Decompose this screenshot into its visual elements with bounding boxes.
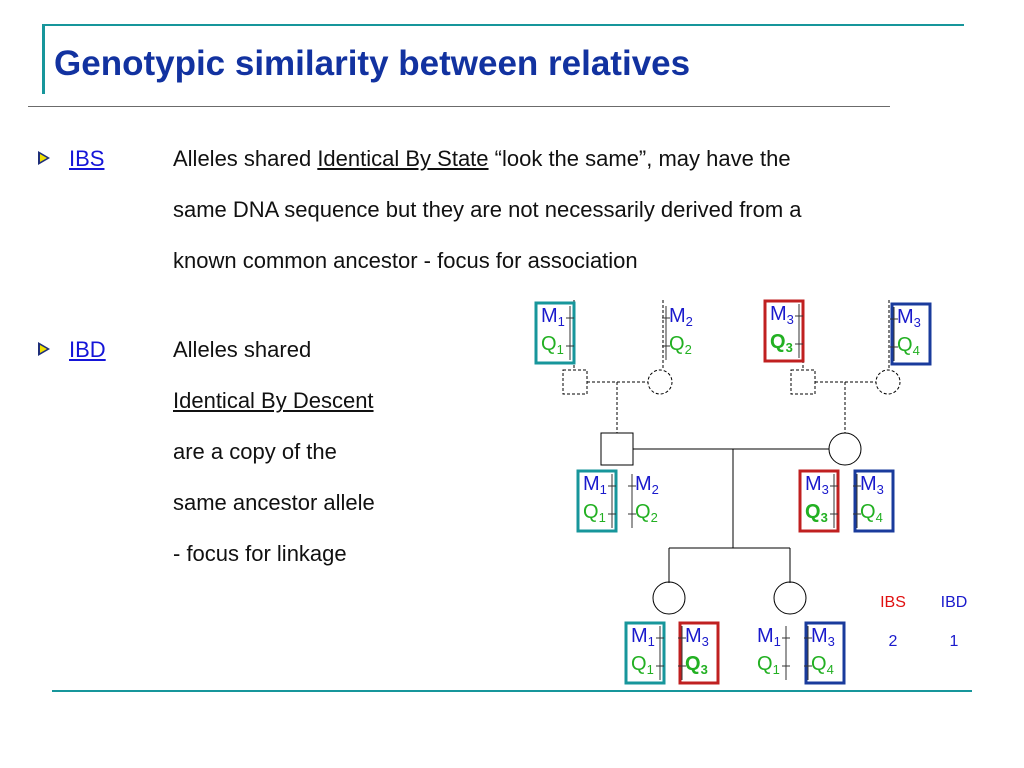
child-1-haplotype-a-marker-allele: M1: [631, 625, 655, 649]
parent-2-haplotype-a-red-box: [798, 469, 840, 533]
title-divider: [28, 106, 890, 107]
grandparent-4-haplotype-blue-box: [890, 302, 932, 366]
triangle-bullet-icon: [38, 342, 50, 356]
grandfather-2-square: [790, 369, 816, 395]
grandmother-1-circle: [647, 369, 673, 395]
grandparent-4-haplotype-marker-allele: M3: [897, 306, 921, 330]
father-square: [600, 432, 634, 466]
ibs-count-value: 2: [889, 633, 898, 650]
child-1-haplotype-b-qtl-allele: Q3: [685, 653, 708, 677]
child-2-haplotype-b-blue-box: [804, 621, 846, 685]
ibs-line1-suffix: “look the same”, may have the: [488, 146, 791, 171]
grandparent-3-haplotype-red-box: [763, 299, 805, 363]
ibd-definition: Alleles shared Identical By Descent are …: [173, 324, 473, 579]
grandparent-4-haplotype-qtl-allele: Q4: [897, 334, 920, 358]
ibs-line1-prefix: Alleles shared: [173, 146, 318, 171]
ibd-column-header: IBD: [941, 594, 968, 611]
title-top-rule: [42, 24, 964, 26]
child-2-circle: [773, 581, 807, 615]
parent-1-haplotype-b-marker-allele: M2: [635, 473, 659, 497]
grandparent-2-haplotype-qtl-allele: Q2: [669, 333, 692, 357]
parent-2-haplotype-b-blue-box: [853, 469, 895, 533]
grandparent-1-haplotype-qtl-allele: Q1: [541, 333, 564, 357]
grandparent-2-haplotype-marker-allele: M2: [669, 305, 693, 329]
child-1-haplotype-b-marker-allele: M3: [685, 625, 709, 649]
child-2-haplotype-a-qtl-allele: Q1: [757, 653, 780, 677]
ibs-definition: Alleles shared Identical By State “look …: [173, 133, 1013, 286]
parent-1-haplotype-a-marker-allele: M1: [583, 473, 607, 497]
grandparent-1-haplotype-teal-box: [534, 301, 576, 365]
parent-1-haplotype-a-qtl-allele: Q1: [583, 501, 606, 525]
ibs-definition-line-3: known common ancestor - focus for associ…: [173, 248, 638, 273]
child-1-haplotype-a-teal-box: [624, 621, 666, 685]
parent-2-haplotype-a-qtl-allele: Q3: [805, 501, 828, 525]
parent-2-haplotype-b-marker-allele: M3: [860, 473, 884, 497]
ibs-definition-line-2: same DNA sequence but they are not neces…: [173, 197, 802, 222]
child-2-haplotype-b-marker-allele: M3: [811, 625, 835, 649]
grandparent-3-haplotype-marker-allele: M3: [770, 303, 794, 327]
child-1-circle: [652, 581, 686, 615]
parent-lines: [633, 448, 829, 583]
ibs-column-header: IBS: [880, 594, 906, 611]
parent-1-haplotype-a-teal-box: [576, 469, 618, 533]
ibs-identical-by-state: Identical By State: [317, 146, 489, 171]
child-1-haplotype-a-qtl-allele: Q1: [631, 653, 654, 677]
grandmother-2-circle: [875, 369, 901, 395]
child-2-haplotype-b-qtl-allele: Q4: [811, 653, 834, 677]
ibd-definition-line-1: Alleles shared: [173, 337, 312, 362]
triangle-bullet-icon: [38, 151, 50, 165]
parent-2-haplotype-a-marker-allele: M3: [805, 473, 829, 497]
child-2-haplotype-a-marker-allele: M1: [757, 625, 781, 649]
grandfather-1-square: [562, 369, 588, 395]
ibs-term-link[interactable]: IBS: [69, 146, 105, 171]
ibd-definition-line-4: same ancestor allele: [173, 490, 375, 515]
parent-2-haplotype-b-qtl-allele: Q4: [860, 501, 883, 525]
ibd-count-value: 1: [950, 633, 959, 650]
parent-1-haplotype-b-qtl-allele: Q2: [635, 501, 658, 525]
mother-circle: [828, 432, 862, 466]
child-1-haplotype-b-red-box: [678, 621, 720, 685]
ibs-definition-line-1: Alleles shared Identical By State “look …: [173, 133, 1013, 184]
ibd-definition-line-5: - focus for linkage: [173, 541, 347, 566]
footer-divider: [52, 690, 972, 692]
grandparent-3-haplotype-qtl-allele: Q3: [770, 331, 793, 355]
grandparent-lines: [573, 300, 890, 433]
ibd-identical-by-descent: Identical By Descent: [173, 388, 374, 413]
ibd-term-link[interactable]: IBD: [69, 337, 106, 362]
title-accent-bar: [42, 26, 45, 94]
grandparent-1-haplotype-marker-allele: M1: [541, 305, 565, 329]
ibd-definition-line-3: are a copy of the: [173, 439, 337, 464]
page-title: Genotypic similarity between relatives: [54, 44, 691, 83]
